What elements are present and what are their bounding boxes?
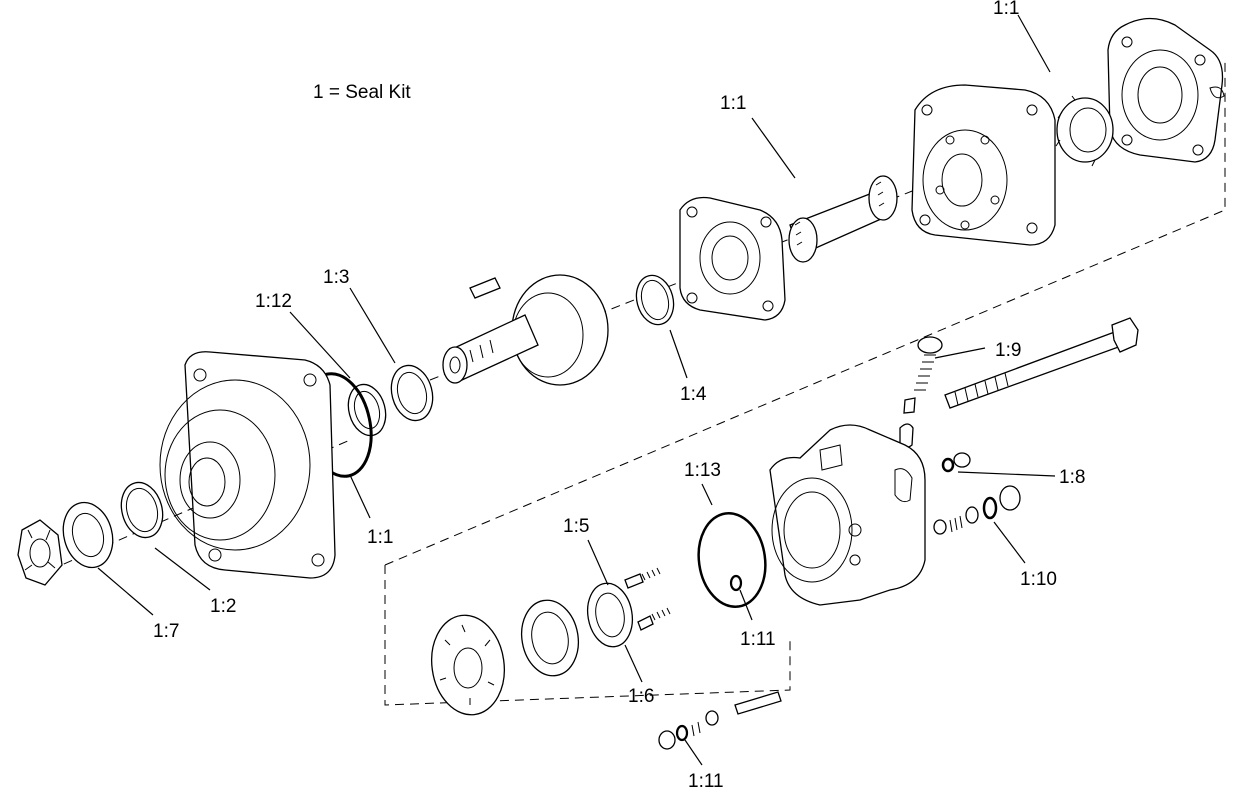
callout-1-5: 1:5 <box>563 516 589 537</box>
drive-link <box>788 175 898 263</box>
callout-1-7: 1:7 <box>153 621 179 642</box>
seal-1-5-1-6 <box>586 582 634 648</box>
long-bolt <box>944 317 1139 409</box>
callout-1-6: 1:6 <box>628 686 654 707</box>
output-shaft-bearing <box>442 274 609 386</box>
valve-housing <box>769 424 926 606</box>
gerotor-housing <box>911 84 1056 246</box>
callout-1-3: 1:3 <box>323 267 349 288</box>
springs-pins <box>624 567 671 631</box>
castle-nut <box>17 519 63 586</box>
wear-plate <box>679 196 786 321</box>
callout-1-12: 1:12 <box>255 291 292 312</box>
callout-1-8: 1:8 <box>1059 467 1085 488</box>
callout-1-10: 1:10 <box>1020 569 1057 590</box>
check-valve-1-10 <box>933 485 1021 535</box>
callout-1-13: 1:13 <box>684 460 721 481</box>
callout-1-4: 1:4 <box>680 384 707 405</box>
callout-1-11-bottom: 1:11 <box>688 771 724 792</box>
spool-valve-bottom <box>658 691 782 750</box>
end-cover <box>1107 17 1225 163</box>
legend-seal-kit: 1 = Seal Kit <box>313 82 411 103</box>
callout-1-1-rotor: 1:1 <box>720 93 746 114</box>
o-ring-1-11-mid <box>729 574 743 592</box>
mounting-flange <box>159 351 336 579</box>
callout-1-2: 1:2 <box>210 596 236 617</box>
seal-ring-1-4 <box>635 274 675 326</box>
balance-ring <box>520 599 580 677</box>
o-ring-1-13 <box>697 511 767 609</box>
valve-plate-rotor <box>431 614 505 716</box>
callout-1-1-top: 1:1 <box>993 0 1019 19</box>
star-gear-small <box>1055 95 1114 167</box>
shaft-key <box>469 277 501 299</box>
seal-ring-1-2 <box>120 481 164 539</box>
relief-valve-assembly <box>899 336 943 448</box>
callout-1-1-housing: 1:1 <box>367 527 393 548</box>
plug-1-8 <box>941 452 971 473</box>
seal-ring-1-3 <box>390 364 434 422</box>
seal-ring-1-7 <box>62 501 114 569</box>
callout-1-11-mid: 1:11 <box>740 629 776 650</box>
callout-1-9: 1:9 <box>995 340 1021 361</box>
labels: 1 = Seal Kit 1:1 1:1 1:3 1:12 1:4 1:9 1:… <box>153 0 1085 792</box>
leader-lines <box>97 14 1056 766</box>
